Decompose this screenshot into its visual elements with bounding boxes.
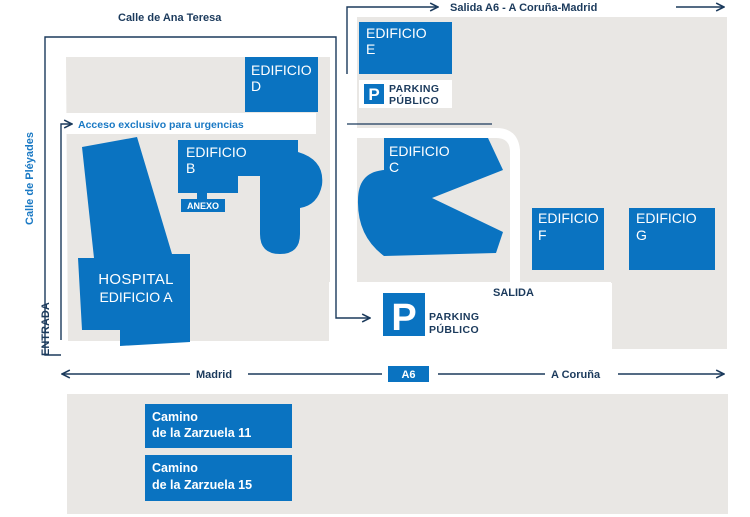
camino-line2: de la Zarzuela 11 (152, 426, 251, 440)
building-b-line1: EDIFICIO (186, 144, 247, 160)
building-f-line1: EDIFICIO (538, 210, 599, 226)
parking-line2: PÚBLICO (389, 94, 439, 107)
parking-icon (364, 84, 384, 104)
building-c: EDIFICIO C (357, 138, 503, 256)
camino-line1: Camino (152, 410, 198, 424)
building-a-line2: EDIFICIO A (99, 289, 173, 305)
a6-badge (388, 366, 429, 382)
urgencias-access-lane (60, 113, 316, 134)
building-f-line2: F (538, 227, 547, 243)
building-d-shape (245, 57, 318, 112)
building-g-shape (629, 208, 715, 270)
entrada-label: ENTRADA (40, 302, 52, 356)
building-c-shape (357, 138, 503, 256)
camino-box (145, 455, 292, 501)
parking-area-white (329, 282, 611, 342)
parking-sign-main: P PARKING PÚBLICO (383, 293, 479, 339)
building-c-line2: C (389, 159, 399, 175)
building-d: EDIFICIO D (245, 57, 318, 112)
building-a: HOSPITAL EDIFICIO A (78, 137, 190, 346)
road-lines (44, 7, 724, 374)
route-exit-a6 (346, 7, 438, 74)
parking-symbol: P (391, 297, 416, 339)
south-east-block (612, 283, 727, 349)
parking-line1: PARKING (429, 311, 479, 323)
building-e-shape (359, 22, 452, 74)
anexo-label: ANEXO (187, 201, 219, 211)
parking-line2: PÚBLICO (429, 323, 479, 336)
building-f-shape (532, 208, 604, 270)
a6-coruna-label: A Coruña (551, 369, 601, 381)
building-e-line2: E (366, 41, 375, 57)
building-b-line2: B (186, 160, 195, 176)
building-d-line2: D (251, 78, 261, 94)
building-g-line2: G (636, 227, 647, 243)
street-ana-teresa-label: Calle de Ana Teresa (118, 12, 222, 24)
salida-label: SALIDA (493, 287, 534, 299)
anexo-connector (197, 193, 207, 199)
building-e-line1: EDIFICIO (366, 25, 427, 41)
anexo-box (181, 199, 225, 212)
parking-line1: PARKING (389, 83, 439, 95)
route-ana-teresa (44, 36, 370, 356)
camino-line1: Camino (152, 461, 198, 475)
building-c-line1: EDIFICIO (389, 143, 450, 159)
building-d-line1: EDIFICIO (251, 62, 312, 78)
building-f: EDIFICIO F (532, 208, 604, 270)
urgencias-label: Acceso exclusivo para urgencias (78, 119, 244, 131)
camino-box (145, 404, 292, 448)
building-a-shape (78, 137, 190, 346)
camino-zarzuela-15: Camino de la Zarzuela 15 (145, 455, 292, 501)
a6-madrid-label: Madrid (196, 369, 232, 381)
route-urgencias (60, 124, 72, 340)
camino-line2: de la Zarzuela 15 (152, 478, 252, 492)
building-g-line1: EDIFICIO (636, 210, 697, 226)
building-e: EDIFICIO E (359, 22, 452, 74)
parking-symbol: P (368, 85, 379, 104)
parking-sign-e: P PARKING PÚBLICO (364, 83, 439, 107)
building-b: EDIFICIO B ANEXO (178, 140, 323, 254)
building-b-shape (178, 140, 323, 254)
parking-icon (383, 293, 425, 336)
exit-a6-label: Salida A6 - A Coruña-Madrid (450, 2, 597, 14)
building-g: EDIFICIO G (629, 208, 715, 270)
street-pleyades-label: Calle de Pléyades (24, 132, 36, 225)
camino-zarzuela-11: Camino de la Zarzuela 11 (145, 404, 292, 448)
building-a-line1: HOSPITAL (98, 271, 173, 288)
a6-badge-label: A6 (401, 369, 415, 381)
